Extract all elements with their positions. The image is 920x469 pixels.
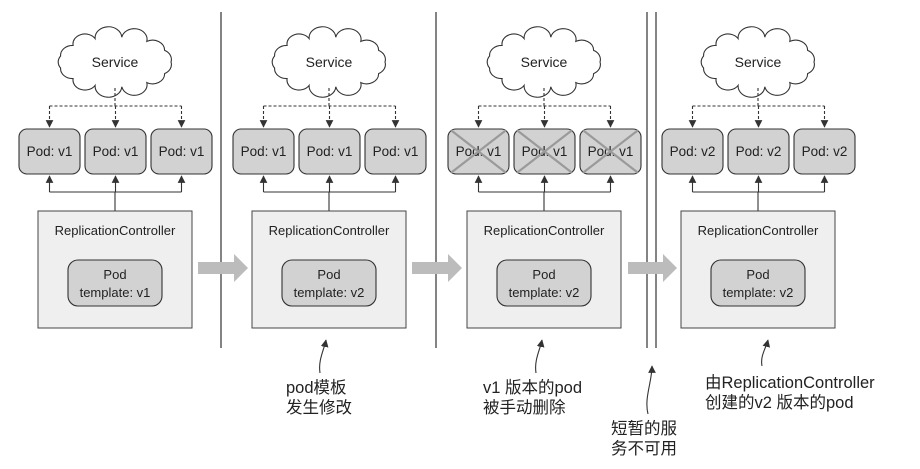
pod-label: Pod: v1 — [373, 144, 419, 159]
annotation-text: 创建的v2 版本的pod — [705, 393, 854, 412]
pod-template-title: Pod — [317, 267, 340, 282]
pod-box — [150, 128, 213, 175]
service-label: Service — [521, 54, 568, 70]
pod-box — [364, 128, 427, 175]
replication-controller-label: ReplicationController — [698, 223, 819, 238]
pod-box — [84, 128, 147, 175]
pod-label: Pod: v1 — [93, 144, 139, 159]
pod: Pod: v1 — [579, 128, 642, 175]
pod: Pod: v1 — [232, 128, 295, 175]
pod-template-version: template: v2 — [509, 285, 580, 300]
annotation-text: 由ReplicationController — [705, 373, 875, 392]
replication-controller-label: ReplicationController — [55, 223, 176, 238]
service-cloud — [700, 26, 815, 98]
pod-template-box — [67, 259, 163, 307]
annotation-arrow — [535, 339, 545, 374]
deleted-cross-mark — [516, 129, 573, 174]
annotation-arrow — [761, 339, 771, 367]
service-label: Service — [735, 54, 782, 70]
transition-arrow — [412, 254, 462, 282]
pod: Pod: v1 — [298, 128, 361, 175]
annotation-arrow — [646, 365, 656, 415]
pod: Pod: v1 — [447, 128, 510, 175]
deleted-cross-mark — [450, 129, 507, 174]
pod-template-version: template: v2 — [723, 285, 794, 300]
annotation-text: 务不可用 — [611, 439, 677, 458]
pod-box — [661, 128, 724, 175]
pod-template-box — [281, 259, 377, 307]
pod-box — [298, 128, 361, 175]
pod: Pod: v2 — [661, 128, 724, 175]
pod-label: Pod: v2 — [802, 144, 848, 159]
annotation-text: 被手动删除 — [483, 398, 566, 417]
pod-label: Pod: v1 — [307, 144, 353, 159]
pod-template-version: template: v1 — [80, 285, 151, 300]
pod-template-box — [710, 259, 806, 307]
pod: Pod: v2 — [727, 128, 790, 175]
annotation-text: 发生修改 — [286, 398, 352, 417]
pod-box — [793, 128, 856, 175]
pod-label: Pod: v1 — [241, 144, 287, 159]
service-cloud — [271, 26, 386, 98]
transition-arrow — [198, 254, 248, 282]
pod-template-version: template: v2 — [294, 285, 365, 300]
service-cloud — [486, 26, 601, 98]
pod: Pod: v1 — [84, 128, 147, 175]
pod-label: Pod: v2 — [736, 144, 782, 159]
replication-controller-label: ReplicationController — [269, 223, 390, 238]
service-label: Service — [92, 54, 139, 70]
pod-label: Pod: v2 — [670, 144, 716, 159]
annotation-text: v1 版本的pod — [483, 378, 582, 397]
pod-box — [18, 128, 81, 175]
pod-template-title: Pod — [746, 267, 769, 282]
service-cloud — [57, 26, 172, 98]
pod-template-title: Pod — [103, 267, 126, 282]
pod-box — [727, 128, 790, 175]
pod: Pod: v1 — [18, 128, 81, 175]
annotation-text: 短暂的服 — [611, 419, 677, 438]
annotation-arrow — [319, 339, 329, 374]
pod-label: Pod: v1 — [159, 144, 205, 159]
pod-template-title: Pod — [532, 267, 555, 282]
annotation-text: pod模板 — [286, 378, 347, 397]
deleted-cross-mark — [582, 129, 639, 174]
pod-label: Pod: v1 — [27, 144, 73, 159]
pod-box — [232, 128, 295, 175]
pod: Pod: v1 — [150, 128, 213, 175]
replication-controller-label: ReplicationController — [484, 223, 605, 238]
service-label: Service — [306, 54, 353, 70]
pod: Pod: v1 — [364, 128, 427, 175]
pod-template-box — [496, 259, 592, 307]
transition-arrow — [628, 254, 677, 282]
pod: Pod: v2 — [793, 128, 856, 175]
pod: Pod: v1 — [513, 128, 576, 175]
